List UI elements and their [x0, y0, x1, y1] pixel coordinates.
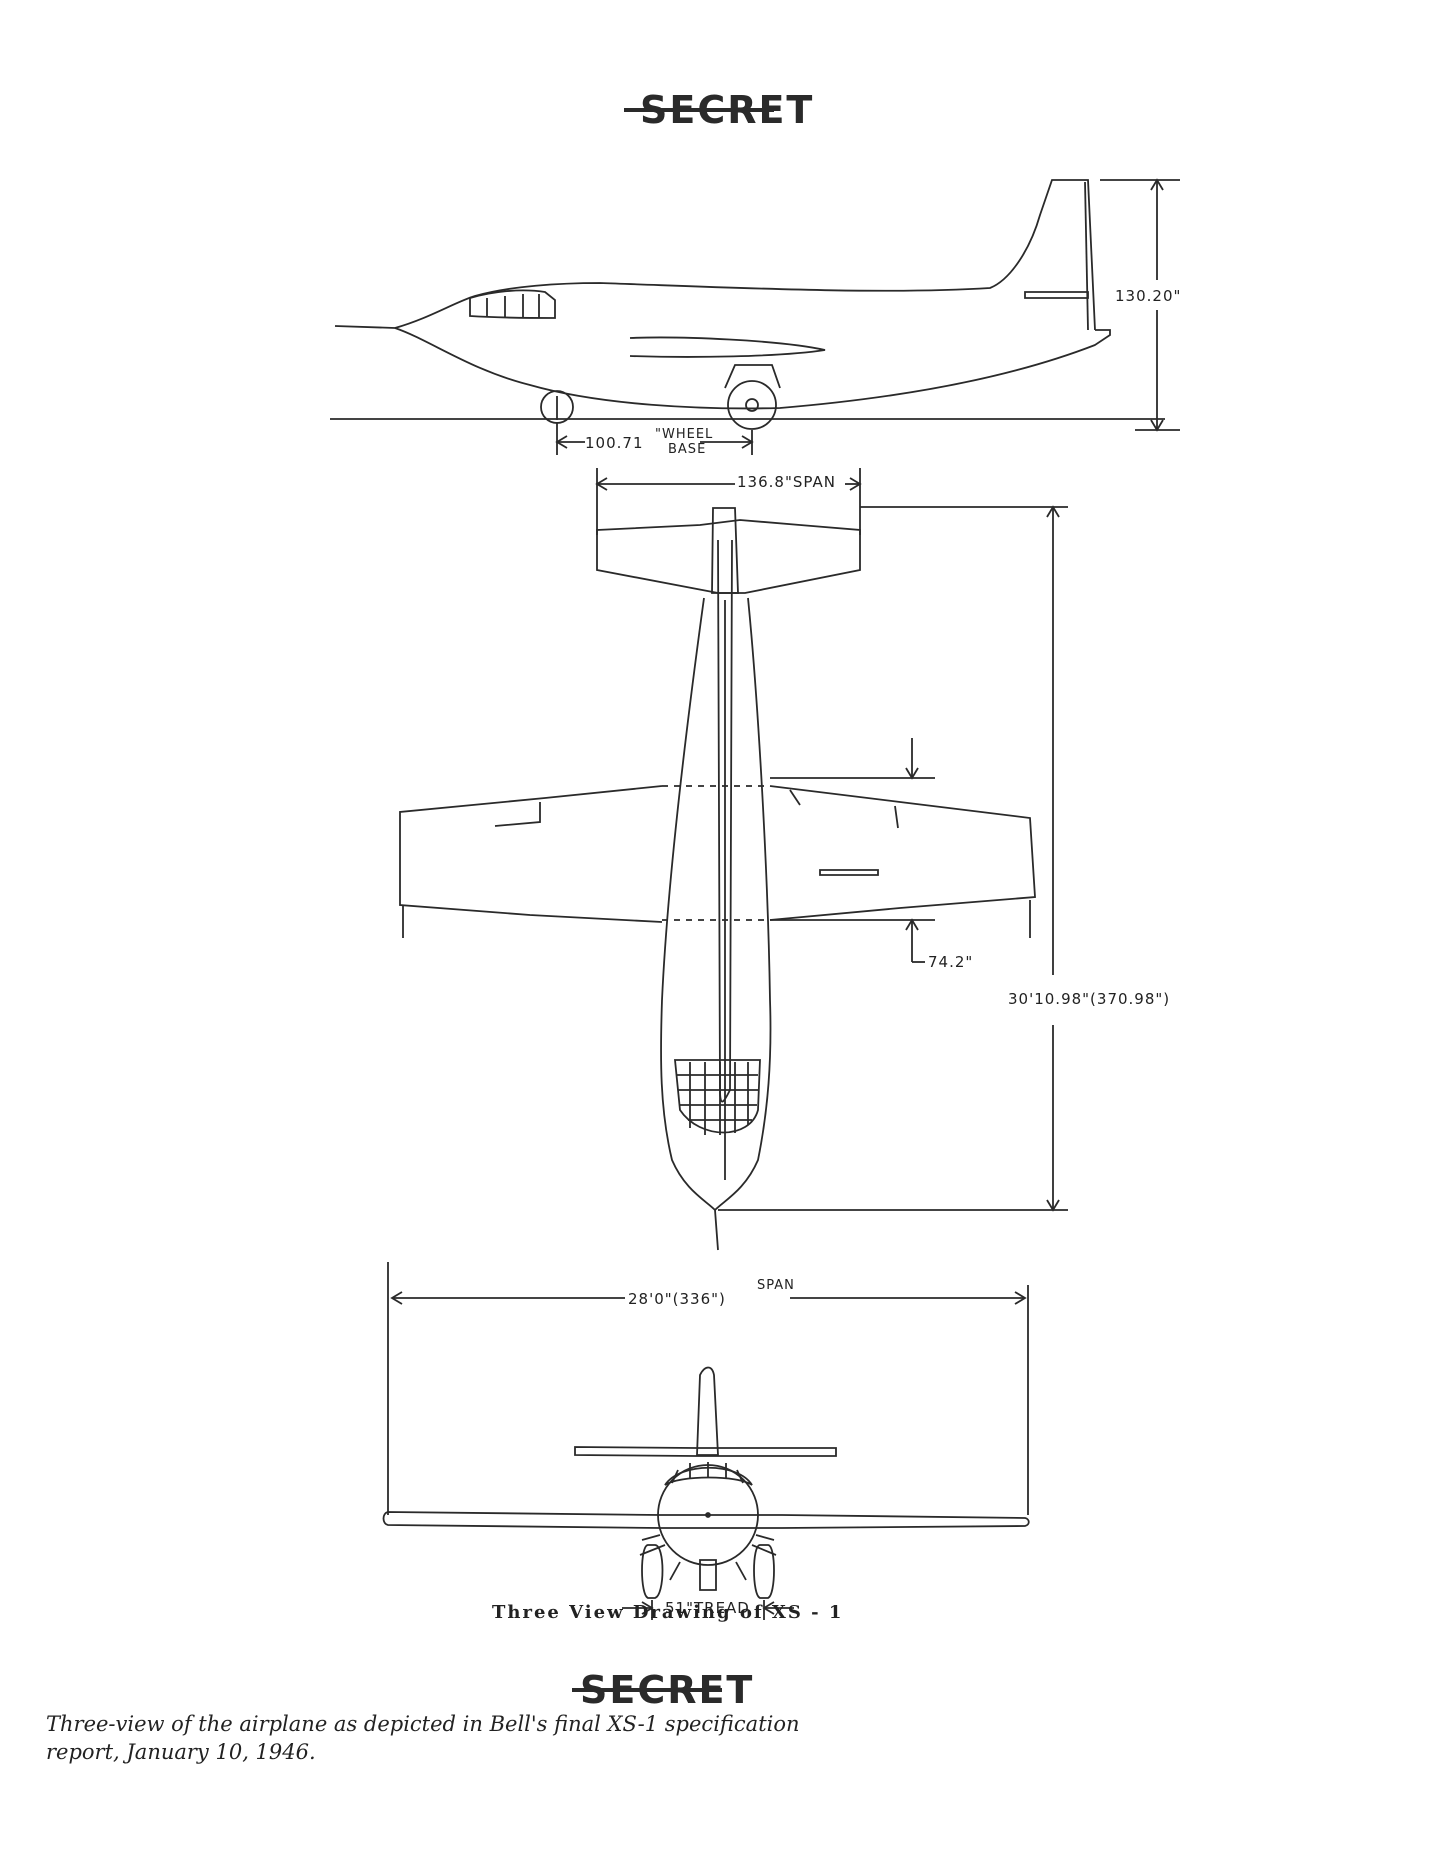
drawing-caption: Three View Drawing of XS - 1	[492, 1602, 844, 1623]
side-view	[330, 178, 1180, 455]
wing-span-label: 28'0"(336")	[628, 1290, 726, 1308]
tread-label: 51"TREAD	[665, 1599, 750, 1617]
wheel-base-value: 100.71	[585, 434, 644, 452]
wing-span-word: SPAN	[757, 1278, 795, 1293]
wheel-base-label-2: BASE	[668, 442, 707, 457]
length-label: 30'10.98"(370.98")	[1008, 990, 1171, 1008]
stamp-strike-top	[624, 108, 774, 112]
tail-span-label: 136.8"SPAN	[737, 473, 836, 491]
front-view	[382, 1262, 1030, 1620]
wing-location-label: 74.2"	[928, 953, 974, 971]
top-view	[399, 468, 1068, 1251]
stamp-strike-bottom	[572, 1688, 722, 1692]
side-height-label: 130.20"	[1115, 287, 1182, 305]
figure-note: Three-view of the airplane as depicted i…	[46, 1712, 800, 1764]
wheel-base-label-1: "WHEEL	[655, 427, 714, 442]
